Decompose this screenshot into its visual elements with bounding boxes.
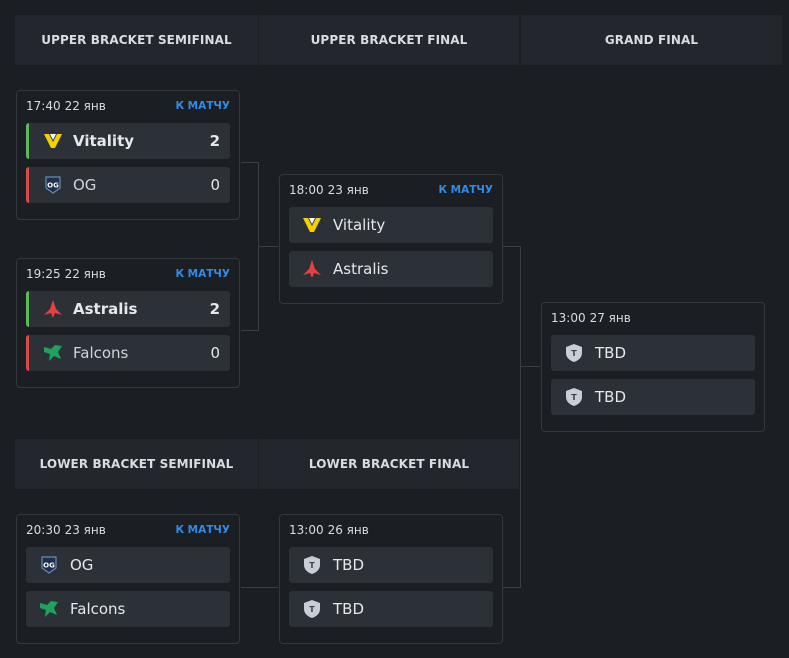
og-logo-icon: OG	[45, 176, 61, 194]
team-row-tbd[interactable]: T TBD	[551, 379, 755, 415]
astralis-logo-icon	[303, 260, 321, 278]
team-name: Falcons	[73, 344, 129, 362]
connector-line	[241, 587, 278, 588]
header-lower-bracket-final: LOWER BRACKET FINAL	[259, 439, 519, 489]
team-name: OG	[73, 176, 97, 194]
team-name: Astralis	[73, 300, 138, 318]
team-row-og[interactable]: OG OG 0	[26, 167, 230, 203]
team-row-tbd[interactable]: T TBD	[551, 335, 755, 371]
team-row-astralis[interactable]: Astralis 2	[26, 291, 230, 327]
tbd-shield-icon: T	[566, 388, 582, 406]
connector-line	[503, 587, 521, 588]
match-link[interactable]: К МАТЧУ	[175, 524, 230, 536]
team-name: Vitality	[73, 132, 135, 150]
og-logo-icon: OG	[41, 556, 57, 574]
svg-text:T: T	[571, 393, 577, 402]
astralis-logo-icon	[44, 300, 62, 318]
connector-line	[258, 246, 278, 247]
svg-text:T: T	[309, 561, 315, 570]
team-score: 0	[210, 176, 220, 194]
team-score: 0	[210, 344, 220, 362]
team-name: Astralis	[333, 260, 389, 278]
team-name: Vitality	[333, 216, 386, 234]
team-row-falcons[interactable]: Falcons	[26, 591, 230, 627]
svg-text:T: T	[571, 349, 577, 358]
team-name: TBD	[595, 388, 627, 406]
header-upper-bracket-final: UPPER BRACKET FINAL	[259, 15, 519, 65]
team-row-tbd[interactable]: T TBD	[289, 547, 493, 583]
tbd-shield-icon: T	[566, 344, 582, 362]
team-row-falcons[interactable]: Falcons 0	[26, 335, 230, 371]
falcons-logo-icon	[44, 345, 62, 361]
team-score: 2	[209, 132, 220, 150]
connector-line	[520, 366, 540, 367]
svg-text:OG: OG	[43, 562, 55, 570]
header-grand-final: GRAND FINAL	[521, 15, 782, 65]
team-name: TBD	[595, 344, 627, 362]
connector-line	[520, 246, 521, 588]
svg-text:OG: OG	[47, 182, 59, 190]
match-link[interactable]: К МАТЧУ	[175, 100, 230, 112]
team-row-astralis[interactable]: Astralis	[289, 251, 493, 287]
tbd-shield-icon: T	[304, 556, 320, 574]
team-row-og[interactable]: OG OG	[26, 547, 230, 583]
team-name: TBD	[333, 600, 365, 618]
team-row-tbd[interactable]: T TBD	[289, 591, 493, 627]
team-name: TBD	[333, 556, 365, 574]
connector-line	[241, 330, 259, 331]
team-row-vitality[interactable]: Vitality	[289, 207, 493, 243]
team-name: OG	[70, 556, 94, 574]
team-row-vitality[interactable]: Vitality 2	[26, 123, 230, 159]
vitality-logo-icon	[44, 134, 62, 148]
team-name: Falcons	[70, 600, 126, 618]
tbd-shield-icon: T	[304, 600, 320, 618]
svg-text:T: T	[309, 605, 315, 614]
connector-line	[241, 162, 259, 163]
connector-line	[503, 246, 521, 247]
match-link[interactable]: К МАТЧУ	[175, 268, 230, 280]
team-score: 2	[209, 300, 220, 318]
header-lower-bracket-semifinal: LOWER BRACKET SEMIFINAL	[15, 439, 258, 489]
vitality-logo-icon	[303, 218, 321, 232]
match-link[interactable]: К МАТЧУ	[438, 184, 493, 196]
header-upper-bracket-semifinal: UPPER BRACKET SEMIFINAL	[15, 15, 258, 65]
falcons-logo-icon	[40, 601, 58, 617]
